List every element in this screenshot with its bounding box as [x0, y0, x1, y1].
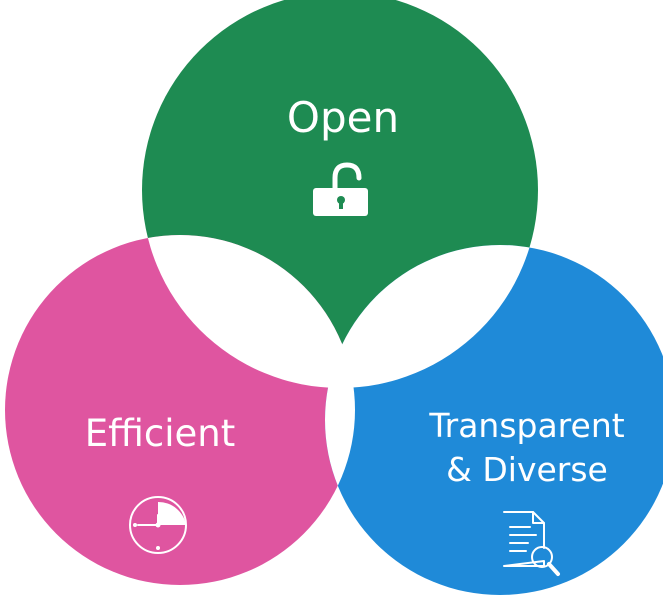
clock-icon: [129, 496, 187, 554]
transparent-label: Transparent: [428, 406, 624, 445]
open-padlock-icon: [313, 162, 368, 216]
diverse-label: & Diverse: [446, 450, 608, 489]
efficient-label: Efficient: [85, 412, 236, 455]
open-label: Open: [287, 93, 399, 142]
overlap-region: [142, 235, 538, 585]
document-search-icon: [503, 511, 560, 576]
